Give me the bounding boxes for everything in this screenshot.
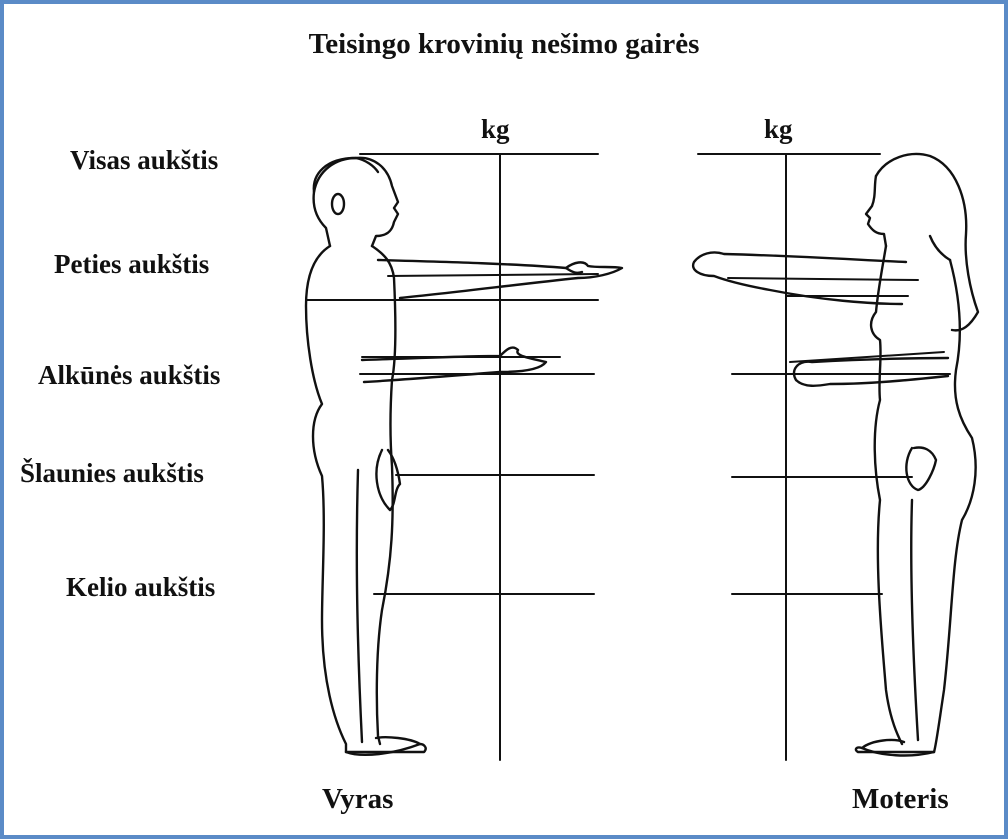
male-line-shoulder-upper xyxy=(388,274,598,276)
male-measurement-grid xyxy=(306,154,598,760)
female-line-shoulder-upper xyxy=(728,278,918,280)
male-figure xyxy=(306,158,622,755)
female-figure xyxy=(693,154,978,755)
female-measurement-grid xyxy=(698,154,950,760)
